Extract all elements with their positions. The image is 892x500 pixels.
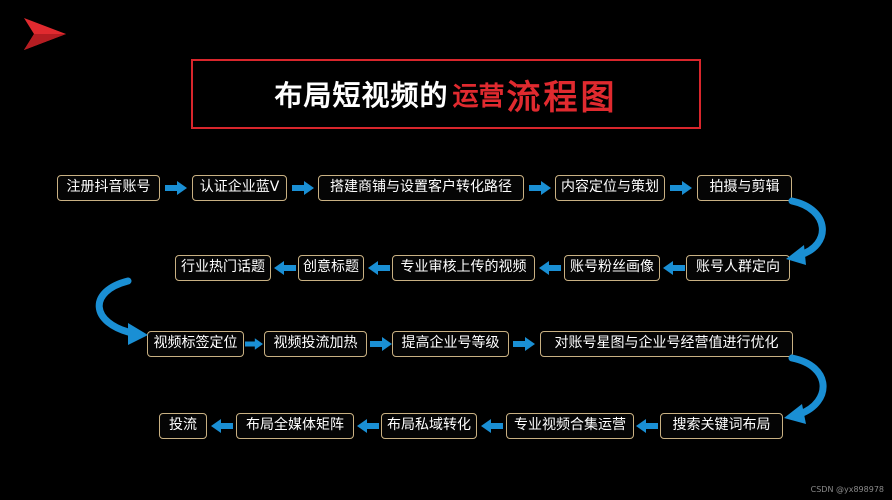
- left-arrow-icon: [368, 261, 390, 275]
- left-arrow-icon: [539, 261, 561, 275]
- left-arrow-icon: [274, 261, 296, 275]
- right-arrow-icon: [245, 338, 263, 350]
- left-arrow-icon: [663, 261, 685, 275]
- step-verify-blue-v: 认证企业蓝V: [192, 175, 287, 201]
- step-video-tag: 视频标签定位: [147, 331, 244, 357]
- step-audience-targeting: 账号人群定向: [686, 255, 790, 281]
- step-private-conversion: 布局私域转化: [381, 413, 477, 439]
- title-part-emphasis: 流程图: [506, 77, 618, 118]
- right-arrow-icon: [370, 337, 392, 351]
- step-video-collection: 专业视频合集运营: [506, 413, 634, 439]
- curved-arrow-right-down-icon: [786, 197, 826, 265]
- step-shoot-edit: 拍摄与剪辑: [697, 175, 792, 201]
- watermark-credit: CSDN @yx898978: [810, 485, 884, 494]
- page-title: 布局短视频的 运营 流程图: [191, 59, 701, 129]
- step-optimize-star-map: 对账号星图与企业号经营值进行优化: [540, 331, 793, 357]
- right-arrow-icon: [165, 181, 187, 195]
- step-media-matrix: 布局全媒体矩阵: [236, 413, 354, 439]
- step-keyword-layout: 搜索关键词布局: [660, 413, 783, 439]
- left-arrow-icon: [636, 419, 658, 433]
- step-register-douyin: 注册抖音账号: [57, 175, 160, 201]
- step-build-shop: 搭建商铺与设置客户转化路径: [318, 175, 524, 201]
- title-part-highlight: 运营: [452, 81, 505, 112]
- step-video-boost: 视频投流加热: [264, 331, 367, 357]
- step-content-positioning: 内容定位与策划: [555, 175, 665, 201]
- left-arrow-icon: [211, 419, 233, 433]
- step-raise-level: 提高企业号等级: [392, 331, 509, 357]
- right-arrow-icon: [513, 337, 535, 351]
- left-arrow-icon: [481, 419, 503, 433]
- right-arrow-icon: [292, 181, 314, 195]
- step-review-upload: 专业审核上传的视频: [392, 255, 535, 281]
- step-hot-topics: 行业热门话题: [175, 255, 271, 281]
- brand-logo-icon: [24, 18, 66, 50]
- title-part-main: 布局短视频的: [274, 79, 449, 112]
- left-arrow-icon: [357, 419, 379, 433]
- step-creative-title: 创意标题: [298, 255, 364, 281]
- curved-arrow-left-down-icon: [95, 277, 148, 345]
- curved-arrow-right-down-icon: [784, 354, 827, 424]
- step-fan-portrait: 账号粉丝画像: [564, 255, 660, 281]
- right-arrow-icon: [670, 181, 692, 195]
- right-arrow-icon: [529, 181, 551, 195]
- step-ad-placement: 投流: [159, 413, 207, 439]
